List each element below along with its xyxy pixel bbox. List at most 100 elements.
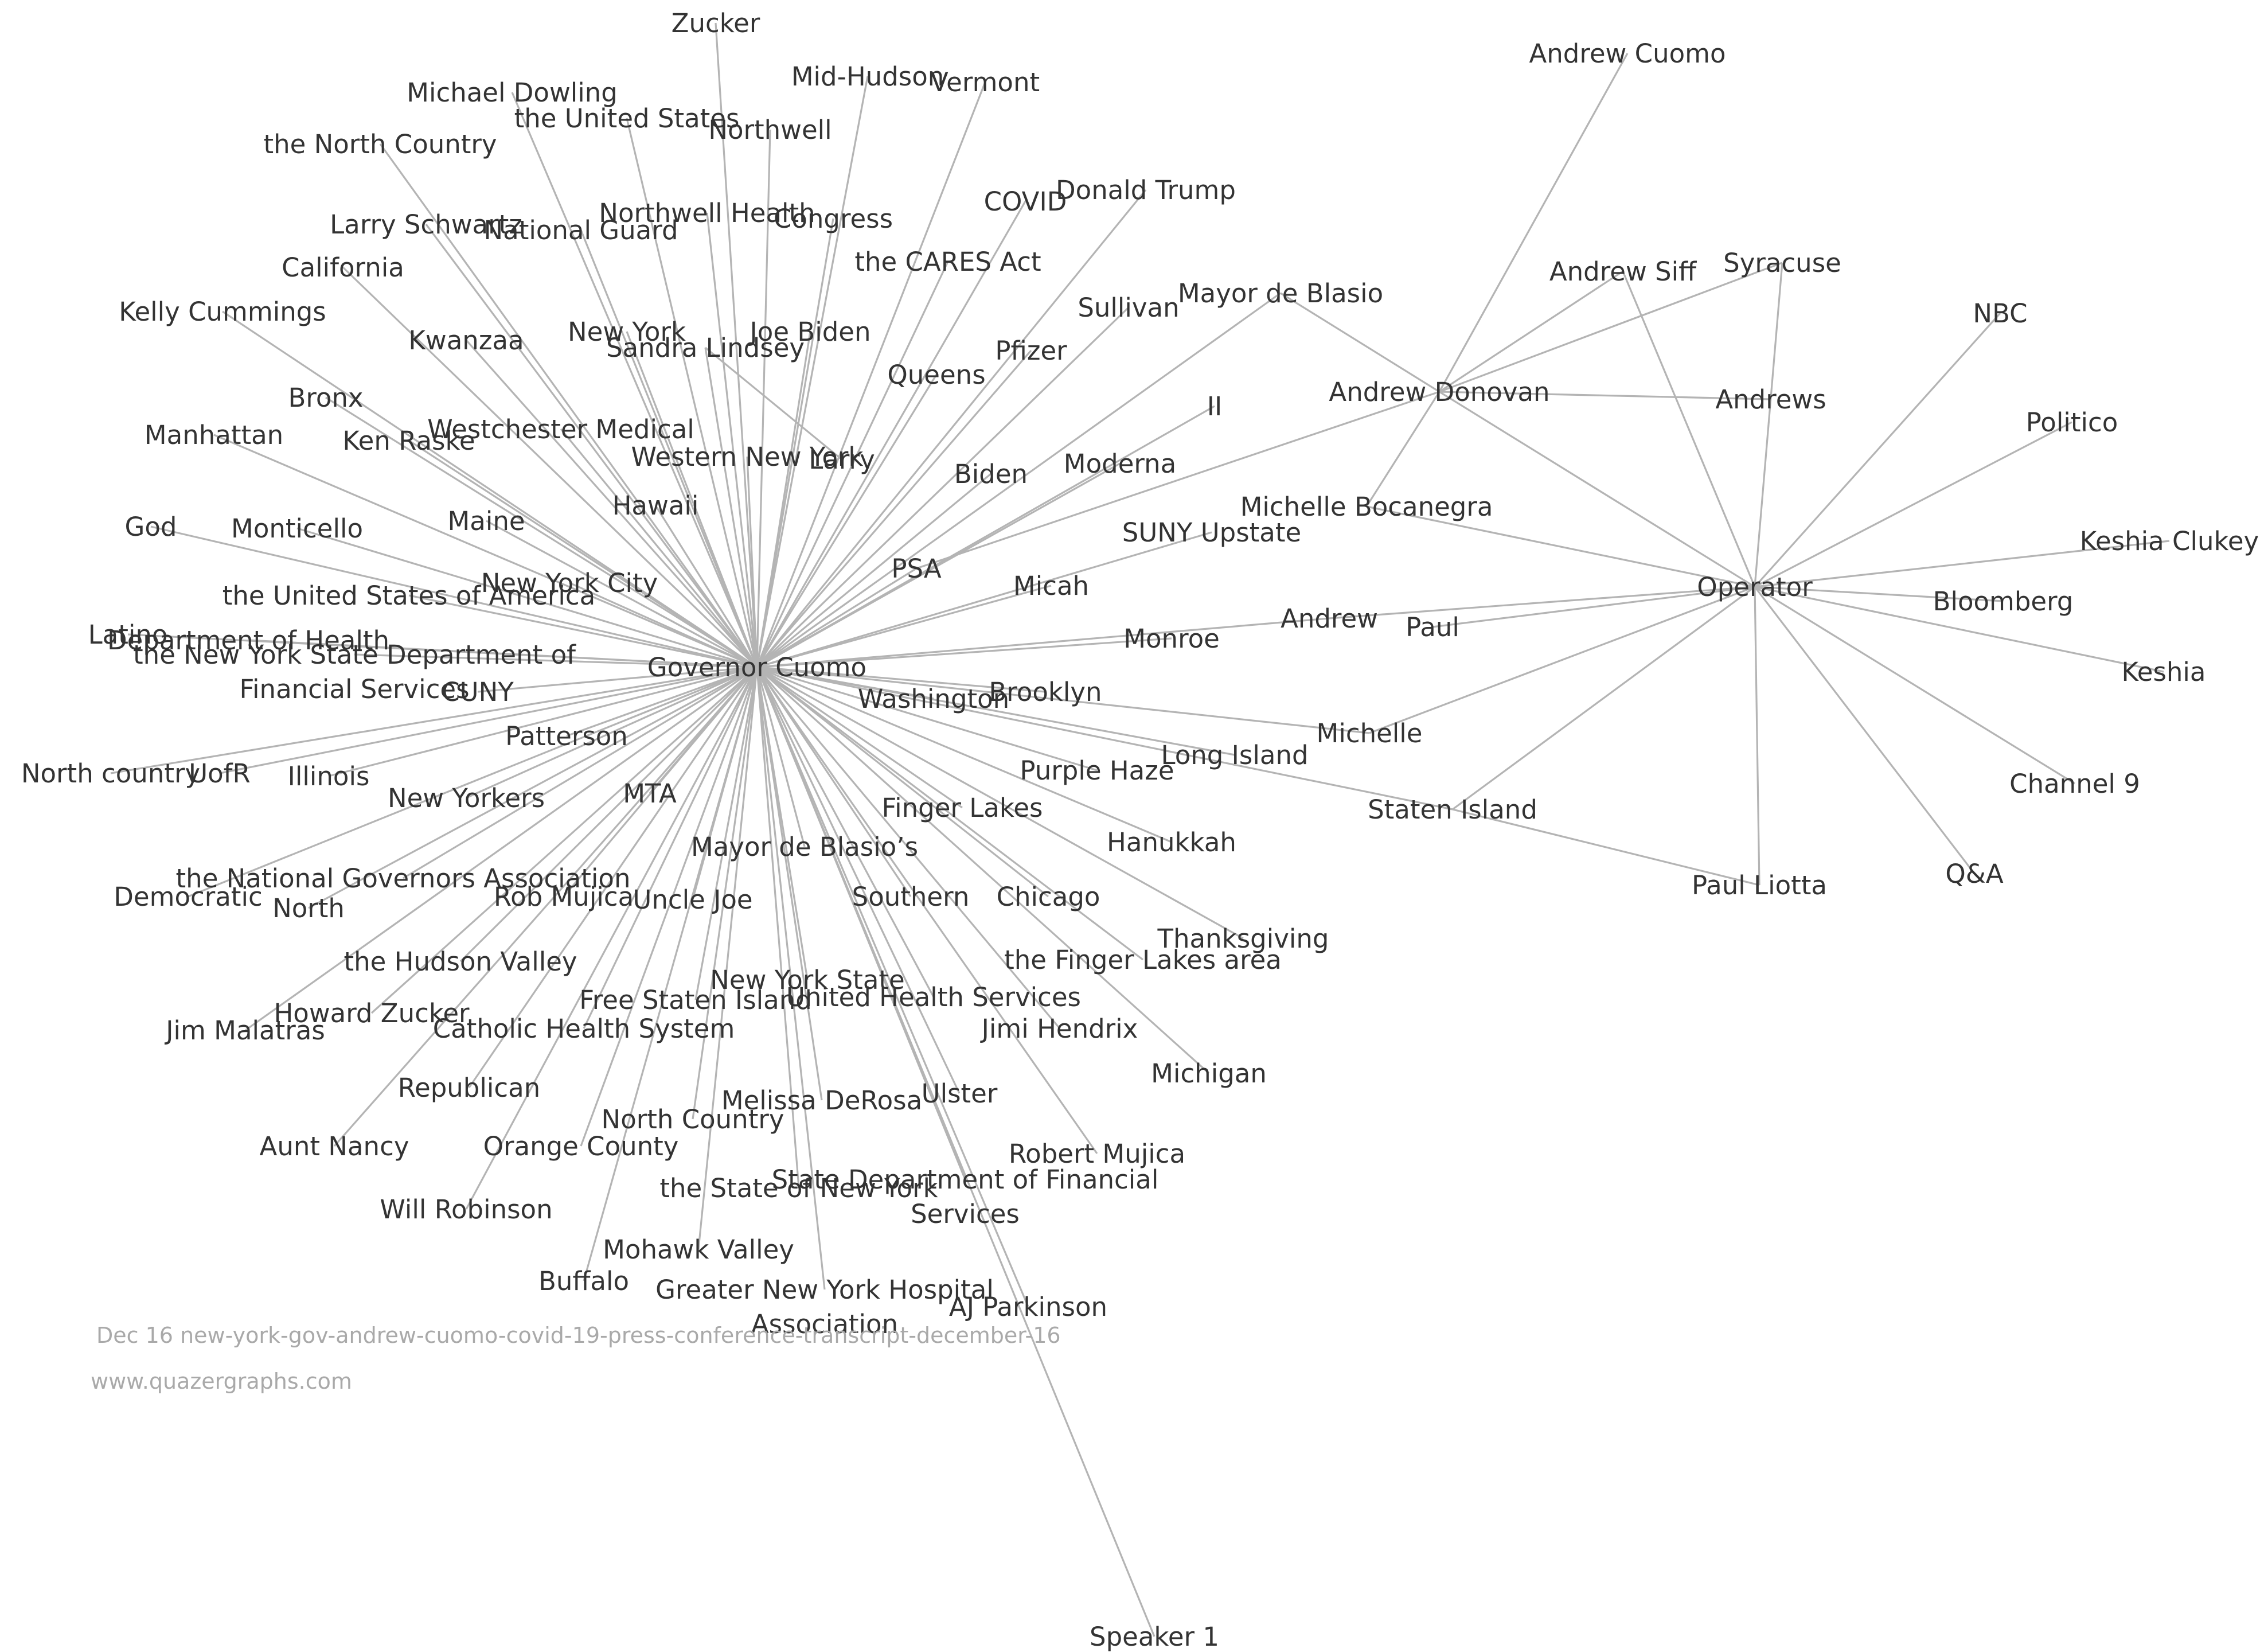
edge-gc-n_mohawk bbox=[697, 667, 758, 1250]
node-label-n_kwanzaa: Kwanzaa bbox=[408, 325, 524, 356]
edge-gc-n_uhs bbox=[756, 667, 935, 998]
node-label-n_moderna: Moderna bbox=[1064, 449, 1176, 479]
edge-gc-n_kellycummings bbox=[222, 310, 758, 668]
edge-gc-n_willrobinson bbox=[465, 667, 758, 1210]
edge-op-n_michellebocanegra bbox=[1366, 505, 1755, 588]
node-label-n_andrew: Andrew bbox=[1281, 603, 1378, 634]
edge-ad-n_psa bbox=[916, 391, 1440, 570]
edge-gc-n_god bbox=[150, 525, 758, 668]
edge-gc-n_westernny bbox=[746, 456, 758, 668]
node-label-n_qa: Q&A bbox=[1945, 859, 2004, 889]
node-label-n_howardzucker: Howard Zucker bbox=[274, 998, 470, 1028]
node-label-n_zucker: Zucker bbox=[672, 8, 760, 38]
node-label-n_monroe: Monroe bbox=[1123, 624, 1220, 654]
edge-gc-n_nyc bbox=[569, 582, 758, 668]
node-label-n_california: California bbox=[282, 252, 404, 283]
edge-gc-n_biden bbox=[756, 473, 992, 668]
node-label-n_michaeldowling: Michael Dowling bbox=[407, 77, 618, 108]
edge-op-n_keshia bbox=[1754, 586, 2164, 673]
edge-gc-n_republican bbox=[468, 667, 758, 1088]
node-label-n_queens: Queens bbox=[887, 360, 985, 390]
node-label-n_cuny: CUNY bbox=[442, 677, 514, 707]
node-label-n_sunyupstate: SUNY Upstate bbox=[1122, 517, 1301, 548]
edge-gc-n_manhattan bbox=[213, 434, 758, 668]
edge-gc-n_nationalguard bbox=[580, 229, 758, 668]
node-label-n_freestatenisland: Free Staten Island bbox=[579, 985, 812, 1015]
edge-gc-n_jimmalatras bbox=[245, 666, 758, 1031]
node-label-n_willrobinson: Will Robinson bbox=[380, 1194, 552, 1225]
node-label-n_larryschwartz: Larry Schwartz bbox=[330, 209, 522, 240]
node-label-n_andrewcuomo: Andrew Cuomo bbox=[1529, 38, 1726, 69]
edge-gc-n_nysdfs bbox=[354, 653, 758, 668]
edge-gc-n_northcountry_the bbox=[379, 143, 758, 668]
node-label-n_orangecounty: Orange County bbox=[483, 1131, 679, 1162]
edge-gc-n_monticello bbox=[296, 527, 758, 668]
edge-gc-n_california bbox=[342, 266, 758, 668]
node-label-n_washington: Washington bbox=[858, 684, 1009, 714]
edge-gc-n_ulster bbox=[756, 667, 961, 1094]
edge-gc-n_catholic bbox=[583, 667, 758, 1029]
edge-gc-n_psa bbox=[756, 567, 917, 668]
node-label-n_unclejoe: Uncle Joe bbox=[633, 885, 752, 915]
edge-op-n_qa bbox=[1754, 586, 1976, 874]
edge-gc-n_stateofny bbox=[756, 667, 800, 1189]
edge-gc-n_speaker1 bbox=[756, 667, 1156, 1637]
edge-gc-n_larryschwartz bbox=[425, 224, 758, 668]
edge-gc-n_sandralindsey bbox=[704, 347, 758, 668]
node-label-n_robertmujica: Robert Mujica bbox=[1009, 1139, 1185, 1169]
edge-gc-n_hawaii bbox=[654, 505, 758, 668]
edge-gc-n_vermont bbox=[756, 81, 986, 668]
node-label-n_nbc: NBC bbox=[1973, 298, 2027, 329]
edge-ad-as bbox=[1439, 270, 1623, 393]
node-label-n_statenisland: Staten Island bbox=[1368, 794, 1537, 825]
edge-gc-n_northwellhealth bbox=[706, 212, 758, 668]
edge-gc-n_robertmujica bbox=[756, 667, 1098, 1154]
node-label-n_kenraske: Ken Raske bbox=[342, 426, 475, 456]
node-label-n_midhudson: Mid-Hudson bbox=[791, 61, 944, 92]
node-label-n_sandralindsey: Sandra Lindsey bbox=[606, 333, 805, 363]
edge-gc-n_monroe bbox=[756, 637, 1172, 668]
node-label-n_purplehaze: Purple Haze bbox=[1020, 755, 1174, 786]
edge-gc-n_purplehaze bbox=[756, 666, 1098, 772]
node-label-n_westernny: Western New York bbox=[631, 442, 864, 472]
node-label-n_northcountry_lc: North country bbox=[21, 758, 200, 789]
node-label-n_uofr: UofR bbox=[189, 758, 251, 789]
edge-gc-n_caresact bbox=[756, 261, 949, 668]
node-label-n_unitedstates: the United States bbox=[514, 103, 740, 134]
node-label-n_bronx: Bronx bbox=[288, 383, 363, 413]
edge-gc-n_covid bbox=[756, 201, 1026, 668]
edge-gc-n_northcountry_cap bbox=[692, 667, 758, 1120]
node-label-n_keshia: Keshia bbox=[2122, 657, 2206, 687]
node-label-n_westchester: Westchester Medical bbox=[427, 414, 694, 445]
edge-gc-n_usa bbox=[408, 594, 758, 668]
edge-gc-n_longisland bbox=[756, 666, 1235, 756]
edge-gc-n_statenisland bbox=[756, 666, 1453, 811]
node-label-gc: Governor Cuomo bbox=[647, 652, 866, 683]
edge-op-n_keshiaclukey bbox=[1754, 540, 2170, 588]
caption-title: Dec 16 new-york-gov-andrew-cuomo-covid-1… bbox=[96, 1323, 1061, 1348]
edge-gc-n_midhudson bbox=[756, 76, 869, 668]
node-label-n_northcountry_the: the North Country bbox=[263, 129, 497, 159]
node-label-n_southern: Southern bbox=[852, 882, 970, 912]
edge-op-n_nbc bbox=[1754, 312, 2001, 588]
node-label-n_fingerlakes: Finger Lakes bbox=[882, 793, 1043, 823]
node-label-n_north: North bbox=[272, 893, 345, 924]
node-label-n_vermont: Vermont bbox=[931, 67, 1040, 98]
node-label-n_chicago: Chicago bbox=[997, 882, 1100, 912]
node-label-n_keshiaclukey: Keshia Clukey bbox=[2080, 526, 2259, 556]
node-label-n_nationalguard: National Guard bbox=[483, 215, 678, 246]
edge-gc-n_michaeldowling bbox=[511, 92, 758, 668]
node-label-line2-n_gnyha: Association bbox=[751, 1309, 898, 1339]
edge-gc-n_donaldtrump bbox=[756, 189, 1147, 668]
node-label-n_ulster: Ulster bbox=[922, 1078, 998, 1109]
node-label-n_northwell: Northwell bbox=[708, 115, 832, 145]
node-label-n_usa: the United States of America bbox=[222, 580, 595, 611]
edge-gc-n_northcountry_lc bbox=[110, 666, 758, 774]
node-label-n_monticello: Monticello bbox=[231, 513, 363, 544]
edge-gc-n_northwell bbox=[756, 129, 771, 668]
node-label-n_pfizer: Pfizer bbox=[995, 336, 1067, 366]
node-label-line2-n_sdfs: Services bbox=[911, 1199, 1020, 1229]
node-label-n_ii: II bbox=[1207, 391, 1223, 422]
edge-layer bbox=[110, 22, 2170, 1637]
edge-as-op bbox=[1622, 271, 1756, 587]
